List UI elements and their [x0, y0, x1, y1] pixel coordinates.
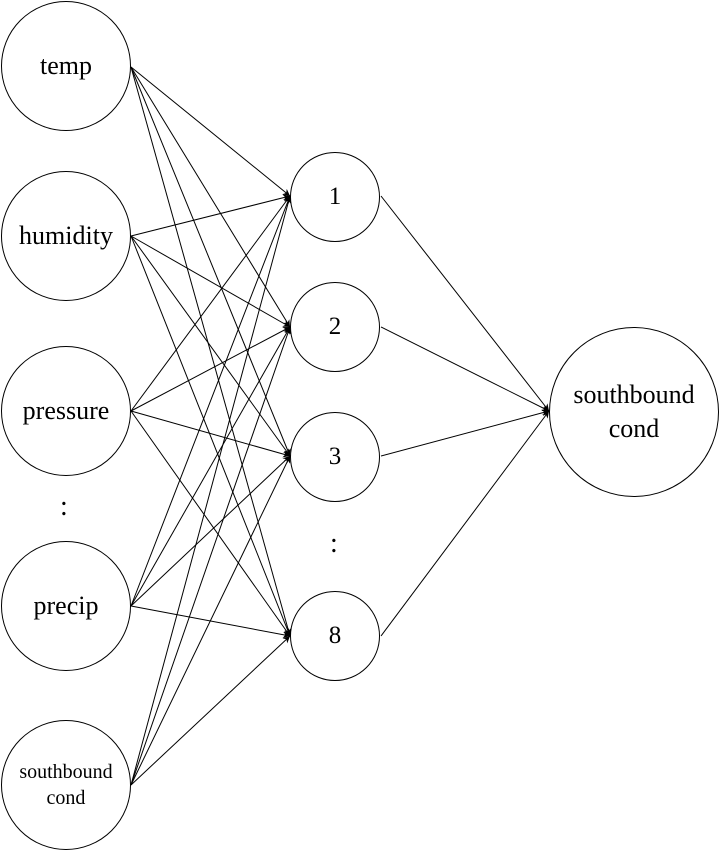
input-node-pressure: pressure	[1, 346, 131, 476]
edge-hidden-3-to-output	[380, 410, 550, 637]
hidden-node-3: 3	[290, 412, 380, 502]
edge-input-2-to-hidden-3	[130, 410, 291, 637]
edge-input-4-to-hidden-2	[130, 455, 291, 786]
hidden-node-label: 1	[328, 182, 342, 210]
input-node-label-line-1: southbound	[19, 761, 113, 783]
edge-input-3-to-hidden-0	[130, 195, 291, 607]
edge-input-1-to-hidden-2	[130, 235, 291, 457]
edge-input-3-to-hidden-2	[130, 455, 291, 607]
input-node-label-line-2: cond	[46, 787, 86, 809]
input-ellipsis: :	[60, 491, 68, 522]
edge-input-0-to-hidden-3	[130, 66, 292, 637]
hidden-node-label: 2	[328, 312, 342, 340]
hidden-node-1: 1	[290, 152, 380, 242]
hidden-node-8: 8	[290, 591, 380, 681]
edge-input-1-to-hidden-1	[130, 235, 291, 328]
input-node-humidity: humidity	[1, 171, 131, 301]
edge-input-0-to-hidden-2	[130, 66, 291, 457]
edge-hidden-1-to-output	[380, 326, 550, 412]
edge-input-4-to-hidden-3	[130, 635, 291, 786]
output-node-southbound-cond: southbound cond	[549, 327, 719, 497]
output-node-label-line-1: southbound	[573, 380, 695, 410]
input-node-label: precip	[33, 591, 99, 621]
input-node-temp: temp	[1, 1, 131, 131]
edge-input-1-to-hidden-0	[130, 194, 291, 237]
hidden-node-2: 2	[290, 282, 380, 372]
edge-input-0-to-hidden-0	[130, 66, 291, 197]
edge-input-1-to-hidden-3	[130, 235, 291, 637]
edge-input-4-to-hidden-1	[130, 326, 292, 786]
edge-input-2-to-hidden-1	[130, 326, 291, 412]
edge-input-2-to-hidden-2	[130, 410, 291, 458]
edge-input-2-to-hidden-0	[130, 195, 291, 412]
edge-hidden-0-to-output	[380, 195, 550, 412]
input-node-label: humidity	[19, 221, 113, 251]
hidden-ellipsis: :	[330, 528, 338, 559]
input-node-precip: precip	[1, 541, 131, 671]
edge-input-0-to-hidden-1	[130, 66, 291, 328]
edge-input-3-to-hidden-1	[130, 326, 291, 607]
input-node-southbound-cond: southbound cond	[1, 720, 131, 850]
hidden-node-label: 8	[328, 621, 342, 649]
output-node-label-line-2: cond	[608, 414, 660, 443]
input-node-label: temp	[40, 51, 92, 81]
hidden-node-label: 3	[328, 442, 342, 470]
input-node-label: pressure	[22, 396, 110, 426]
edge-input-4-to-hidden-0	[130, 195, 292, 786]
edge-hidden-2-to-output	[380, 409, 550, 457]
